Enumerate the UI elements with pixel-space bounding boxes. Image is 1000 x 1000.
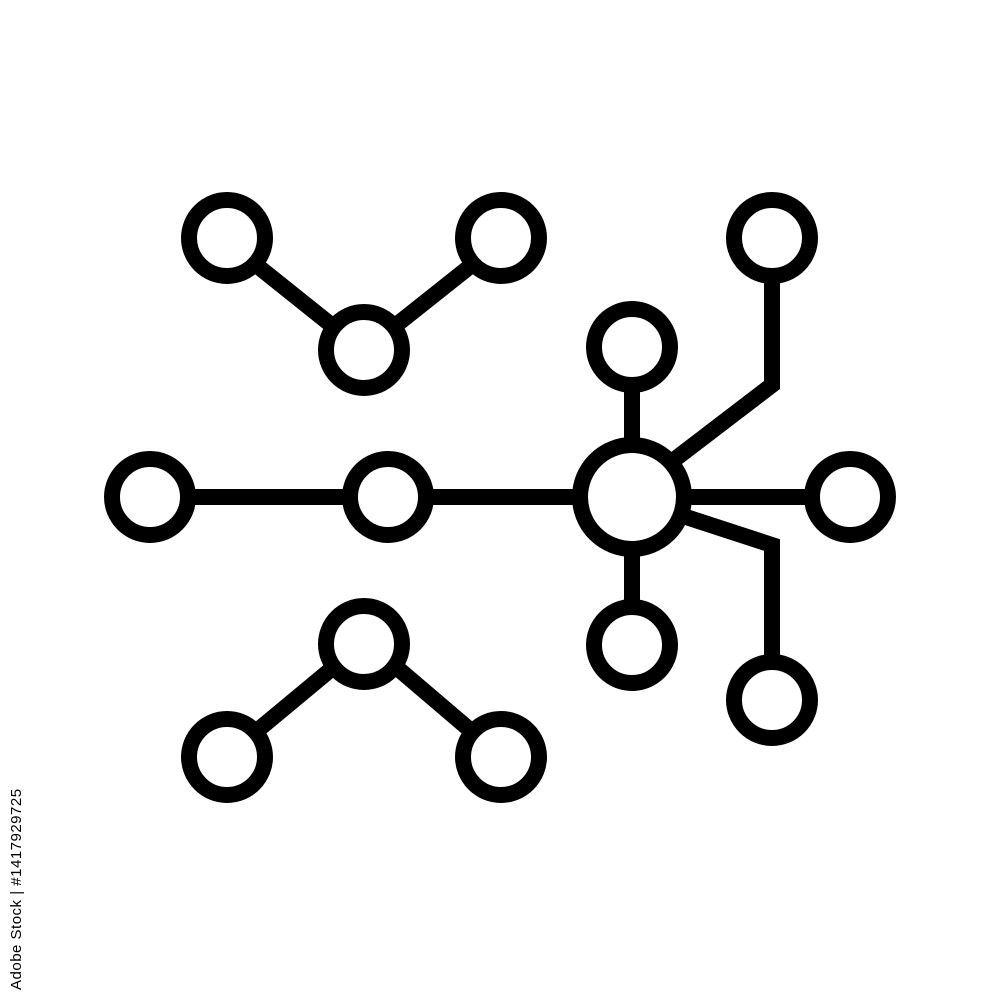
bottom-v-group: [181, 598, 547, 803]
edge: [389, 659, 476, 737]
edge: [677, 507, 780, 660]
node: [318, 304, 410, 396]
image-id-text: Adobe Stock | #1417929725: [8, 788, 25, 990]
node: [726, 192, 818, 284]
node: [342, 451, 434, 543]
edge: [255, 261, 340, 335]
node: [181, 711, 273, 803]
edge: [252, 659, 341, 737]
node: [804, 451, 896, 543]
horizontal-chain: [104, 451, 582, 543]
node: [726, 654, 818, 746]
node: [318, 598, 410, 690]
image-id-watermark: Adobe Stock | #1417929725: [8, 760, 28, 990]
node: [181, 192, 273, 284]
edge: [665, 280, 780, 470]
node: [455, 192, 547, 284]
hub-node: [572, 437, 692, 557]
hub-group: [572, 192, 896, 746]
node: [104, 451, 196, 543]
node: [586, 599, 678, 691]
node: [455, 711, 547, 803]
edge: [390, 261, 473, 333]
top-v-group: [181, 192, 547, 396]
node: [586, 301, 678, 393]
